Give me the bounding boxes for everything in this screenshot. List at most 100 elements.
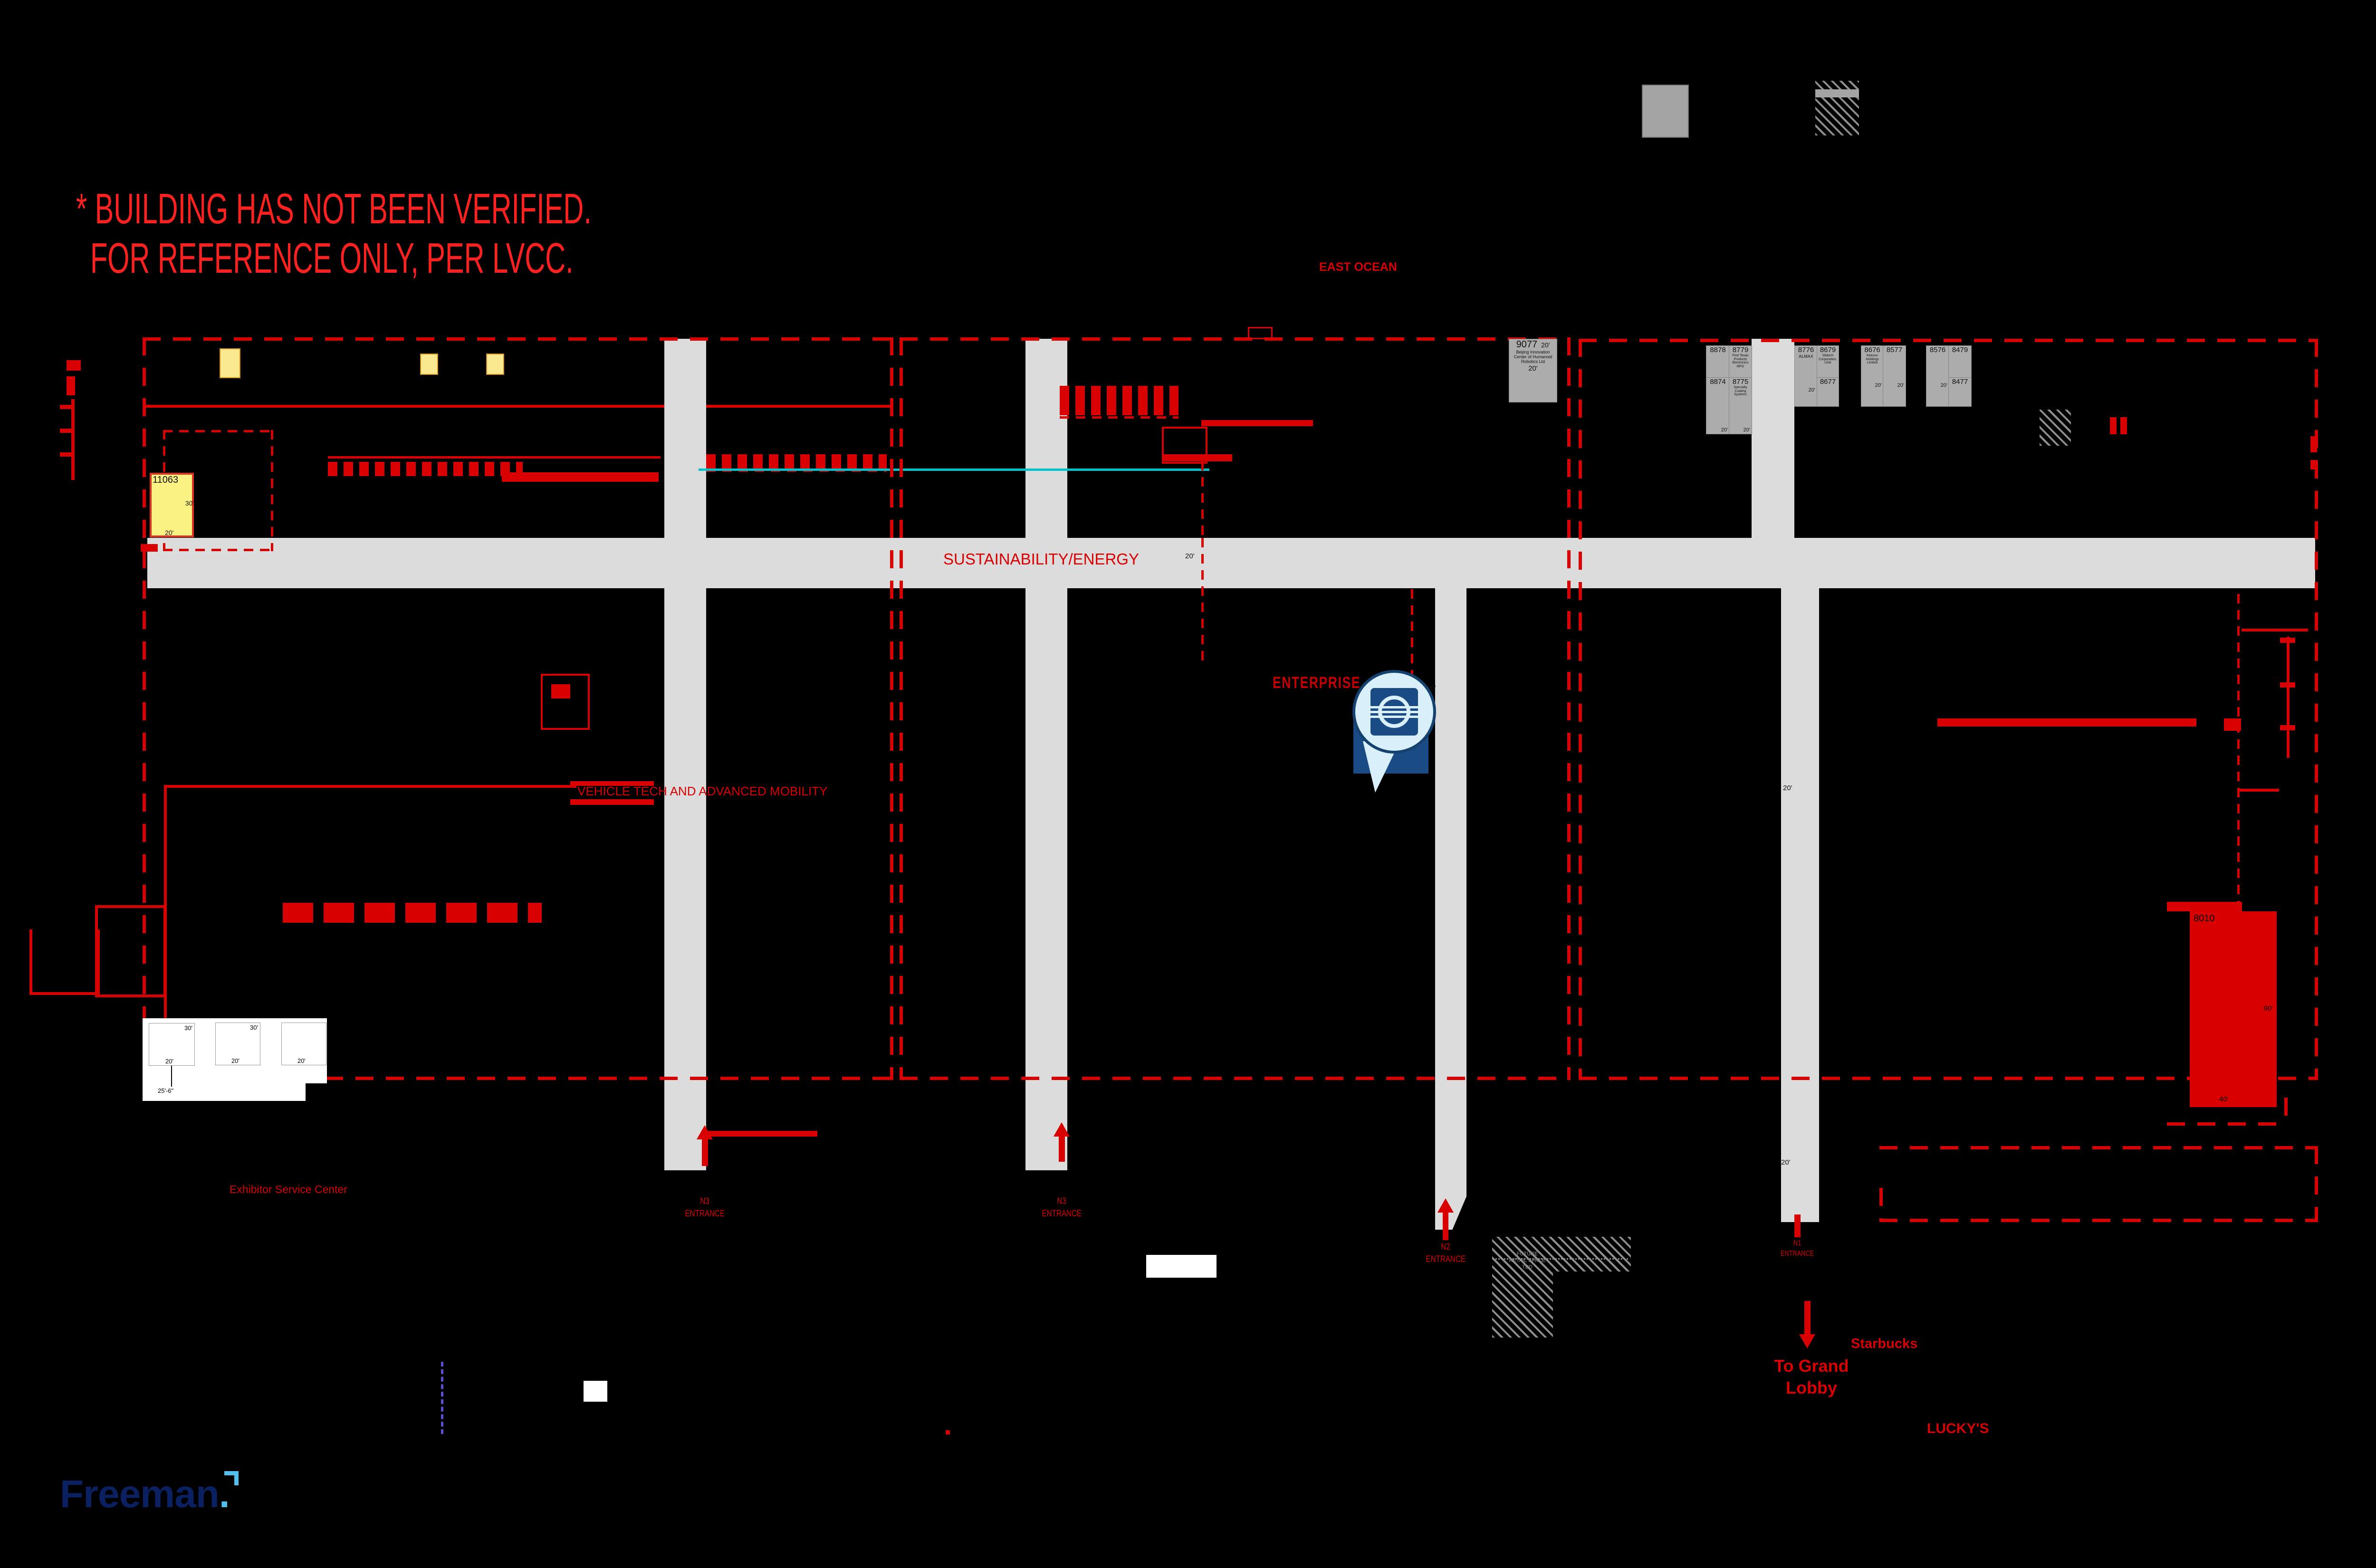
entrance-n3a: N3 ENTRANCE	[667, 1195, 743, 1220]
equip-line-l	[2237, 789, 2279, 792]
booth-dim: 20'	[165, 1058, 173, 1065]
zone-enterprise: ENTERPRISE	[1273, 674, 1361, 692]
location-pin[interactable]	[1352, 670, 1436, 754]
booth-dim: 20'	[297, 1057, 306, 1064]
future-retail-l2: RETAIL SPACE	[1509, 1258, 1546, 1263]
pin-logo-line	[1370, 716, 1418, 718]
hall-mid-east	[1567, 337, 1571, 1080]
entrance-bar-n1	[1794, 1214, 1801, 1237]
white-booth-1: 30' 20'	[149, 1023, 195, 1066]
booth-outline	[1162, 427, 1207, 464]
booth-11063: 11063 30' 20'	[150, 473, 194, 537]
wall-fragment	[2224, 718, 2241, 731]
booth-dim: 20'	[1875, 382, 1882, 388]
booth-8776: 8776 ALMAX 20'	[1794, 345, 1818, 407]
disclaimer-line-1: * BUILDING HAS NOT BEEN VERIFIED.	[76, 185, 592, 233]
wall-bar-long	[1937, 718, 2196, 727]
subzone-east	[271, 430, 273, 551]
booth-dim: 20'	[231, 1057, 240, 1064]
wall-bar	[1162, 454, 1232, 461]
booth-name: ALMAX	[1799, 354, 1813, 359]
aisle-vertical-2	[1025, 339, 1067, 1170]
booth-dim: 20'	[1897, 382, 1904, 388]
wall-fragment	[67, 376, 75, 395]
entrance-label: ENTRANCE	[685, 1209, 725, 1219]
pin-logo-line	[1370, 711, 1418, 713]
luckys-label: LUCKY'S	[1927, 1421, 1989, 1436]
pin-logo-line	[1370, 706, 1418, 708]
entrance-arrow-bar	[1443, 1212, 1448, 1240]
booth-8577: 8577 20'	[1883, 345, 1906, 407]
wall-fragment	[141, 544, 158, 552]
entrance-arrow-bar	[1059, 1136, 1065, 1162]
booth-8779: 8779 First Texas Products Electronics MF…	[1729, 345, 1752, 378]
wall-fragment	[2310, 460, 2317, 469]
white-booth-2: 30' 20'	[215, 1023, 260, 1065]
booth-strip-line	[328, 456, 661, 459]
dimension-leader	[171, 1066, 172, 1087]
entrance-wall-bar	[708, 1131, 817, 1137]
entrance-arrow-n3b	[1054, 1122, 1070, 1137]
future-retail-l3: TBD	[1522, 1264, 1533, 1270]
right-hall-inner-dash	[2237, 594, 2240, 908]
hall-right-top	[1579, 339, 2318, 342]
to-grand-lobby: To Grand Lobby	[1764, 1355, 1859, 1399]
hall-right-bottom	[1579, 1077, 2318, 1080]
equip-tick	[2280, 682, 2295, 688]
red-dot	[946, 1430, 950, 1434]
booth-dim: 30'	[184, 1024, 192, 1032]
wall-fragment	[2110, 417, 2117, 434]
future-retail-l1: FUTURE	[1516, 1251, 1538, 1257]
wall-fragment	[67, 360, 81, 371]
hall-right-east	[2315, 339, 2318, 1080]
disclaimer-line-2: FOR REFERENCE ONLY, PER LVCC.	[90, 235, 574, 282]
entrance-id: N1	[1793, 1239, 1801, 1247]
wall-bar	[1201, 420, 1313, 426]
booth-dim: 20'	[1528, 364, 1538, 373]
wall-fragment	[2120, 417, 2127, 434]
aisle-vertical-5	[1752, 339, 1794, 541]
booth8010-notch-v	[2284, 1098, 2288, 1124]
booth-8679: 8679 Slotech Corporation, USA	[1817, 345, 1839, 378]
future-retail-label: FUTURE RETAIL SPACE TBD	[1489, 1251, 1565, 1271]
ext-west	[1879, 1188, 1883, 1221]
ext-top	[1879, 1146, 2315, 1149]
booth-comb-row	[706, 454, 887, 468]
entrance-arrow-n2	[1437, 1198, 1454, 1213]
booth8010-notch-h	[2167, 1122, 2286, 1126]
zone-east-ocean: EAST OCEAN	[1319, 260, 1397, 274]
equip-tick	[2280, 638, 2295, 643]
entrance-id: N3	[1057, 1196, 1066, 1206]
hall-left-east	[890, 337, 893, 1080]
booth-8010: 8010 90' 40'	[2190, 911, 2277, 1107]
booth-number: 8779	[1732, 346, 1749, 354]
pin-logo-square	[1370, 688, 1418, 736]
booth-8677: 8677	[1817, 377, 1839, 407]
booth-dim: 20'	[1940, 382, 1947, 388]
entrance-label: ENTRANCE	[1780, 1250, 1814, 1258]
booth-dim: 20'	[165, 529, 174, 536]
booth-number: 8479	[1952, 346, 1968, 354]
aisle-vertical-1	[664, 339, 706, 1170]
zone-vehicle-tech: VEHICLE TECH AND ADVANCED MOBILITY	[577, 784, 828, 798]
highlight-booth	[420, 354, 438, 375]
zone-bar	[570, 799, 654, 805]
dimension-tag-box	[1248, 327, 1273, 339]
hatched-booth-small	[2040, 410, 2071, 446]
entrance-id: N2	[1441, 1242, 1450, 1252]
hall-right-west	[1579, 339, 1582, 1080]
booth-number: 8577	[1886, 346, 1903, 354]
booth-dim: 30'	[185, 499, 194, 507]
freeman-bracket-icon	[234, 1471, 239, 1485]
dimension-note: 25'-6"	[158, 1087, 174, 1094]
entrance-n1: N1 ENTRANCE	[1759, 1238, 1835, 1259]
future-retail-dotted-line	[1493, 1258, 1628, 1260]
booth-8477: 8477	[1948, 377, 1972, 407]
hall-mid-west	[900, 337, 903, 1080]
aisle-dim-v4-lower: 20'	[1781, 1158, 1791, 1166]
equip-line-v	[2287, 637, 2290, 758]
hall-mid-top	[900, 337, 1571, 341]
aisle-vertical-3	[1435, 588, 1466, 1196]
booth-8479: 8479	[1948, 345, 1972, 378]
grand-lobby-l1: To Grand	[1774, 1356, 1849, 1376]
